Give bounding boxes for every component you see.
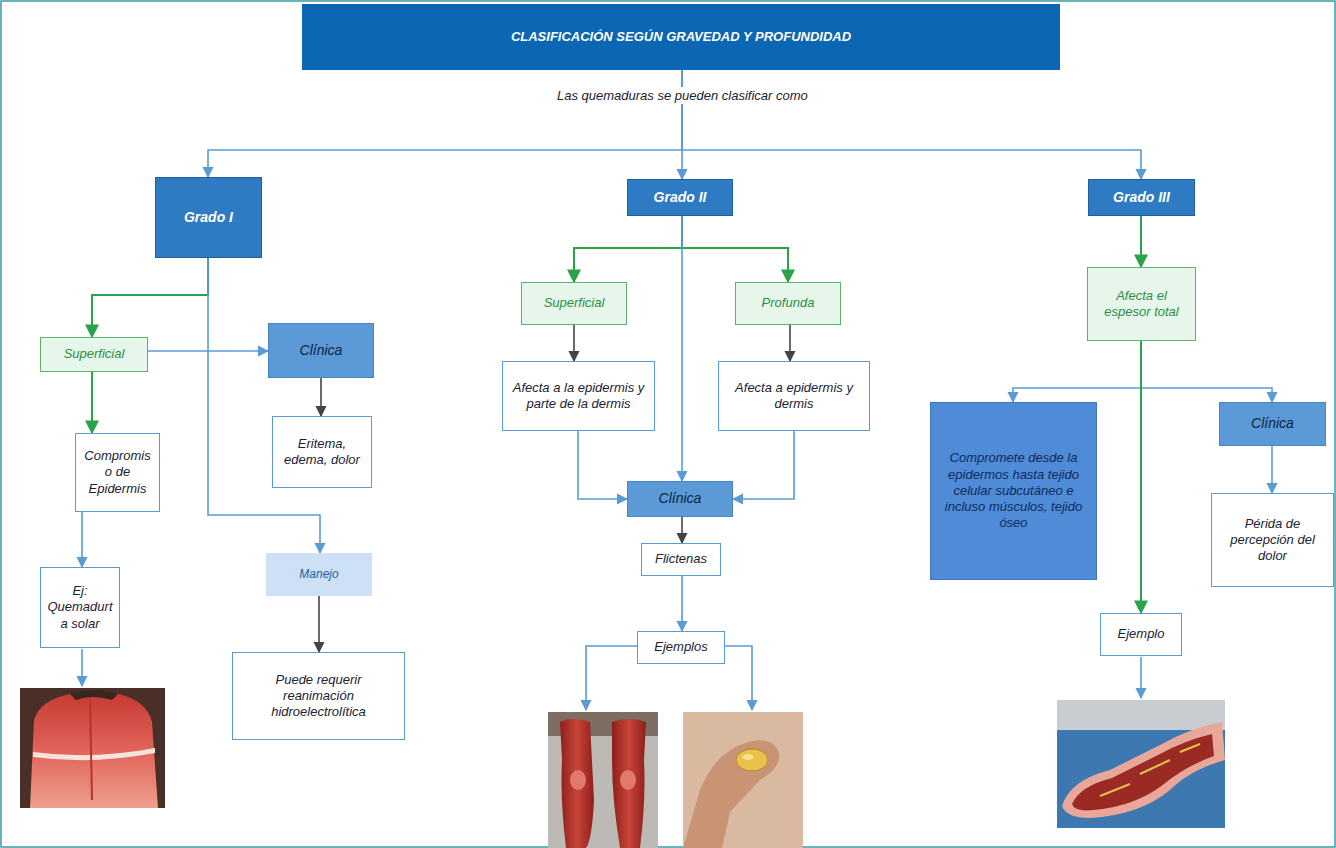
svg-ellipse — [620, 770, 636, 790]
svg-ellipse — [570, 770, 586, 790]
category-box: Superficial — [40, 337, 148, 372]
node-text: Superficial — [544, 295, 605, 311]
node-text: Flictenas — [655, 551, 707, 567]
connector-arrow — [1140, 341, 1142, 613]
connector-arrow — [1271, 446, 1273, 493]
node-text: Grado III — [1113, 189, 1170, 207]
connector-arrow — [92, 258, 208, 337]
connector-arrow — [578, 431, 627, 499]
clinic-box: Clínica — [268, 323, 374, 378]
connector-arrow — [320, 378, 322, 416]
node-text: Manejo — [299, 567, 338, 582]
svg-path — [1100, 744, 1200, 796]
management-box: Manejo — [266, 553, 372, 596]
node-text: Ejemplo — [1118, 626, 1165, 642]
node-text: Périda de percepción del dolor — [1218, 516, 1327, 565]
svg-ellipse — [736, 749, 768, 771]
connector-arrow — [681, 216, 683, 481]
legs-photo — [548, 712, 658, 848]
edge-label: Las quemaduras se pueden clasificar como — [553, 87, 812, 104]
connector-arrow — [682, 216, 788, 282]
node-text: Eritema, edema, dolor — [279, 436, 365, 469]
blister-photo — [683, 712, 803, 848]
svg-path — [560, 719, 594, 848]
grade-box: Grado III — [1088, 179, 1195, 216]
node-text: Compromete desde la epidermos hasta teji… — [937, 450, 1090, 531]
grade-box: Grado II — [627, 179, 733, 216]
connector-arrow — [681, 517, 683, 543]
node-text: Clínica — [1251, 415, 1294, 433]
category-box: Afecta el espesor total — [1087, 267, 1196, 341]
svg-path — [725, 646, 752, 710]
node-text: Grado II — [654, 189, 707, 207]
connector-arrow — [733, 431, 794, 499]
info-box: Eritema, edema, dolor — [272, 416, 372, 488]
info-box: Périda de percepción del dolor — [1211, 493, 1334, 587]
info-box: Puede requerir reanimación hidroelectrol… — [232, 652, 405, 740]
connector-arrow — [789, 325, 791, 361]
svg-rect — [1057, 700, 1225, 730]
node-text: Clínica — [659, 490, 702, 508]
svg-path — [586, 646, 637, 710]
sunburn-photo — [20, 688, 165, 808]
svg-path — [70, 690, 118, 700]
connector-arrow — [208, 258, 320, 553]
svg-path — [81, 649, 83, 686]
svg-path — [1062, 722, 1225, 818]
info-box: Ejemplo — [1100, 613, 1182, 656]
connector-arrow — [1013, 341, 1141, 402]
svg-path — [33, 748, 155, 760]
info-box: Ejemplos — [637, 631, 725, 664]
grade-box: Grado I — [155, 177, 262, 258]
connector-arrow — [318, 596, 320, 652]
connector-arrow — [681, 576, 683, 631]
svg-path — [683, 740, 779, 848]
svg-path — [1072, 734, 1214, 810]
svg-rect — [683, 712, 803, 848]
svg-rect — [548, 712, 658, 848]
svg-path — [1140, 657, 1142, 698]
node-text: Afecta el espesor total — [1094, 288, 1189, 321]
info-box: Afecta a la epidermis y parte de la derm… — [502, 361, 655, 431]
node-text: Afecta a epidermis y dermis — [725, 380, 863, 413]
svg-path — [612, 719, 646, 848]
node-text: Ej: Quemadurta solar — [47, 583, 113, 632]
svg-ellipse — [742, 754, 754, 760]
title-box: CLASIFICACIÓN SEGÚN GRAVEDAD Y PROFUNDID… — [302, 4, 1060, 70]
node-text: Profunda — [762, 295, 815, 311]
svg-rect — [20, 688, 165, 808]
category-box: Profunda — [735, 282, 841, 325]
connector-arrow — [81, 512, 83, 567]
node-text: Puede requerir reanimación hidroelectrol… — [239, 672, 398, 721]
clinic-box: Clínica — [1219, 402, 1326, 446]
svg-path — [30, 694, 158, 808]
info-box: Compromiso de Epidermis — [75, 433, 160, 512]
node-text: Superficial — [64, 346, 125, 362]
svg-path — [90, 700, 92, 800]
node-text: CLASIFICACIÓN SEGÚN GRAVEDAD Y PROFUNDID… — [511, 29, 851, 45]
connector-arrow — [91, 372, 93, 433]
node-text: Afecta a la epidermis y parte de la derm… — [509, 380, 648, 413]
connector-arrow — [574, 216, 682, 282]
clinic-box: Clínica — [627, 481, 733, 517]
category-box: Superficial — [521, 282, 627, 325]
description-box: Compromete desde la epidermos hasta teji… — [930, 402, 1097, 580]
node-text: Clínica — [300, 342, 343, 360]
connector-arrow — [1140, 216, 1142, 267]
node-text: Ejemplos — [654, 639, 707, 655]
info-box: Ej: Quemadurta solar — [40, 567, 120, 648]
svg-rect — [1057, 700, 1225, 828]
connector-arrow — [148, 350, 268, 352]
connector-arrow — [573, 325, 575, 361]
node-text: Grado I — [184, 209, 233, 227]
node-text: Compromiso de Epidermis — [82, 448, 153, 497]
info-box: Flictenas — [641, 543, 721, 576]
info-box: Afecta a epidermis y dermis — [718, 361, 870, 431]
foot-burn-photo — [1057, 700, 1225, 828]
connector-arrow — [1141, 341, 1272, 402]
